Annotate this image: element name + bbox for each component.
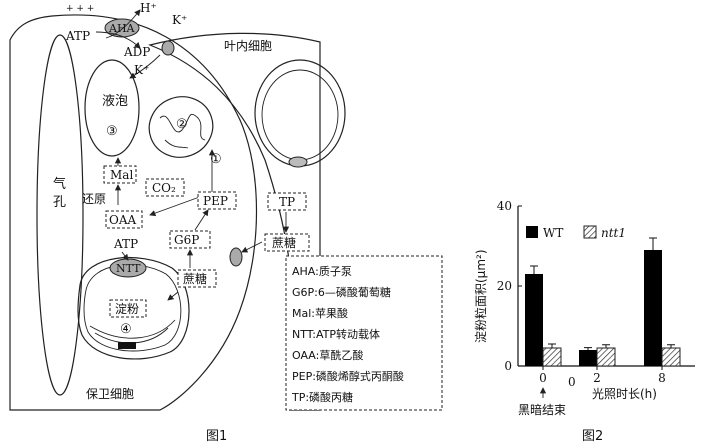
stoma-pore: [36, 34, 84, 396]
y-tick-label: 40: [497, 199, 512, 213]
error-bar: [602, 344, 610, 348]
error-bar: [649, 237, 657, 250]
mal-label: Mal: [110, 168, 133, 182]
legend-label-wt: WT: [543, 226, 563, 240]
k-channel: [161, 40, 175, 56]
legend-item: Mal:苹果酸: [292, 306, 348, 320]
figure1-caption: 图1: [206, 429, 227, 444]
co2-label: CO₂: [152, 181, 176, 195]
atp-top-label: ATP: [65, 29, 90, 43]
legend-item: NTT:ATP转动载体: [292, 327, 380, 341]
zero-extra-label: 0: [568, 375, 576, 389]
figure2: 淀粉粒面积(μm²) 0 20 40 0 2 8 WT ntt1 0 光照时长(h) 黑…: [473, 199, 695, 444]
mitochondrion-number: ②: [176, 117, 188, 132]
aha-transporter: [104, 18, 140, 38]
error-bar: [548, 343, 556, 348]
starch-label: 淀粉: [115, 302, 139, 316]
stoma-label-2: 孔: [53, 195, 66, 210]
vacuole-label: 液泡: [102, 94, 128, 109]
reduction-label: 还原: [82, 192, 106, 206]
g6p-label: G6P: [174, 233, 199, 247]
mesophyll-cell-label: 叶内细胞: [224, 39, 272, 53]
bar-WT-0: [525, 274, 543, 366]
legend-label-ntt1: ntt1: [601, 226, 626, 240]
guard-cell-outline: [9, 14, 258, 411]
error-bar: [584, 347, 592, 350]
x-tick-label: 0: [539, 371, 547, 385]
legend-item: OAA:草酰乙酸: [292, 348, 363, 362]
tp-label: TP: [279, 195, 295, 209]
sucrose-outer-label: 蔗糖: [272, 235, 296, 250]
pathway-arrows: [95, 9, 290, 301]
vacuole-number: ③: [106, 124, 118, 139]
legend-item: AHA:质子泵: [292, 265, 352, 278]
atp-ntt-label: ATP: [113, 237, 138, 251]
adp-label: ADP: [123, 45, 150, 59]
sucrose-inner-label: 蔗糖: [183, 271, 207, 286]
y-tick-label: 20: [497, 279, 512, 293]
y-tick-label: 0: [504, 359, 512, 373]
ntt-label: NTT: [116, 262, 141, 275]
legend-item: TP:磷酸丙糖: [291, 390, 353, 404]
legend-box: [285, 255, 443, 411]
chart-area: 淀粉粒面积(μm²) 0 20 40 0 2 8 WT ntt1 0 光照时长(h) 黑…: [473, 199, 695, 417]
legend-list: AHA:质子泵 G6P:6—磷酸葡萄糖 Mal:苹果酸 NTT:ATP转动载体 …: [291, 265, 404, 404]
bar-WT-8: [644, 250, 662, 366]
bar-ntt1-8: [661, 347, 681, 367]
bar-WT-2: [579, 350, 597, 366]
x-axis-label: 光照时长(h): [592, 387, 657, 401]
vacuole: [84, 59, 140, 157]
error-bar: [530, 265, 538, 274]
mitochondrion: [148, 96, 214, 158]
legend-item: G6P:6—磷酸葡萄糖: [292, 285, 391, 299]
guard-cell-label: 保卫细胞: [86, 387, 134, 401]
h-ion-label: H⁺: [140, 1, 157, 15]
legend-item: PEP:磷酸烯醇式丙酮酸: [292, 369, 404, 383]
error-bar: [667, 344, 675, 348]
mesophyll-chloroplast: [254, 59, 346, 168]
aha-label: AHA: [108, 22, 136, 35]
y-axis-label: 淀粉粒面积(μm²): [473, 250, 488, 344]
plus-signs: + + +: [66, 4, 94, 14]
legend-swatch-ntt1: [583, 225, 597, 239]
chart-legend: WT ntt1: [526, 225, 626, 240]
pathway-number: ①: [210, 152, 222, 167]
bar-ntt1-0: [542, 347, 562, 367]
stoma-label-1: 气: [53, 176, 66, 192]
k-ion-top-label: K⁺: [172, 13, 187, 27]
figure2-caption: 图2: [582, 429, 603, 444]
k-ion-vacuole-label: K⁺: [134, 63, 149, 77]
pep-label: PEP: [203, 194, 228, 208]
x-tick-label: 8: [658, 371, 666, 385]
legend-swatch-wt: [526, 226, 538, 238]
x-tick-label: 2: [593, 371, 601, 385]
bar-ntt1-2: [596, 347, 616, 367]
chloroplast-number: ④: [120, 322, 132, 337]
sucrose-transporter: [229, 247, 243, 267]
dark-end-label: 黑暗结束: [518, 402, 566, 417]
oaa-label: OAA: [109, 213, 137, 227]
figure1: + + + H⁺ AHA K⁺ ATP ADP K⁺ 叶内细胞 液泡 ③ ② ①…: [9, 1, 443, 444]
